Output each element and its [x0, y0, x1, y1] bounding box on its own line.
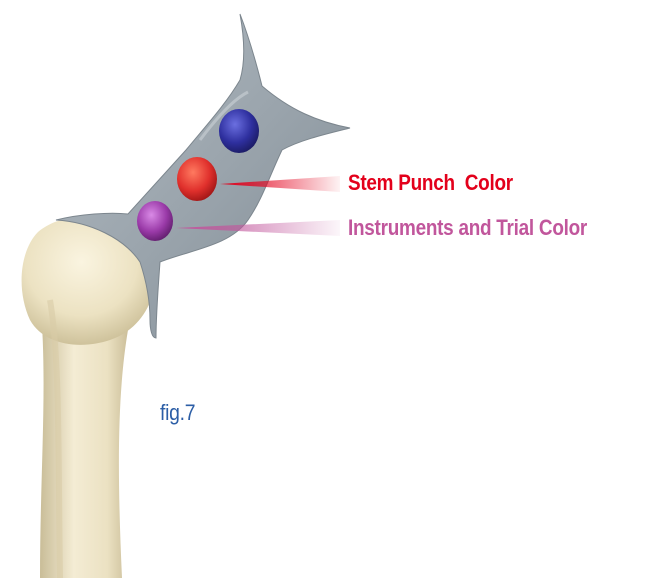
stem-punch-color-label: Stem Punch Color — [348, 170, 513, 196]
instruments-trial-color-label: Instruments and Trial Color — [348, 215, 587, 241]
blue-dot — [219, 109, 259, 153]
femur-bone — [22, 218, 155, 578]
figure-caption: fig.7 — [160, 400, 195, 426]
purple-dot-instruments — [137, 201, 173, 241]
red-dot-stem-punch — [177, 157, 217, 201]
